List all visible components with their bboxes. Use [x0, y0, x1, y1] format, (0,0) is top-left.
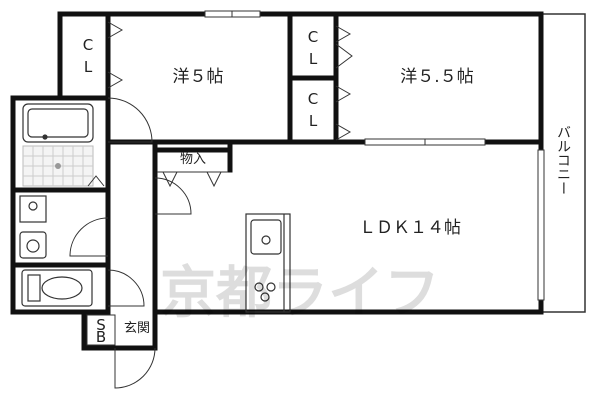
closet-left: C L: [63, 17, 124, 95]
closet-left-mark-top: C: [83, 36, 93, 54]
shoe-box-mark-top: S: [96, 316, 106, 334]
toilet-door: [107, 269, 145, 307]
closet-lower-mark-bottom: L: [309, 112, 318, 130]
closet-right-lower: C L: [308, 85, 352, 141]
entrance-label: 玄関: [124, 321, 150, 336]
kitchen-counter: [245, 213, 291, 313]
entrance: S B 玄関: [86, 314, 156, 389]
closet-upper-mark-bottom: L: [309, 50, 318, 68]
corridor-doors: [107, 97, 192, 215]
closet-right-upper: C L: [308, 25, 353, 69]
washroom-door: [69, 217, 109, 257]
closet-left-mark-bottom: L: [84, 58, 93, 76]
western-room-b-label: 洋５.５帖: [400, 67, 473, 87]
storage: 物入: [157, 152, 228, 188]
western-room-a-label: 洋５帖: [173, 67, 224, 87]
toilet: [21, 269, 93, 307]
ldk-label: ＬＤＫ１４帖: [359, 218, 461, 238]
closet-upper-mark-top: C: [308, 28, 318, 46]
bathroom-tile-floor: [22, 145, 94, 187]
watermark: 京都ライフ: [160, 261, 440, 326]
washbasin: [19, 195, 47, 259]
closet-lower-mark-top: C: [308, 90, 318, 108]
bathtub: [22, 103, 94, 143]
storage-label: 物入: [180, 152, 206, 167]
shoe-box-mark-bottom: B: [96, 328, 106, 346]
windows: [204, 10, 545, 301]
balcony-label: バルコニー: [555, 125, 571, 195]
